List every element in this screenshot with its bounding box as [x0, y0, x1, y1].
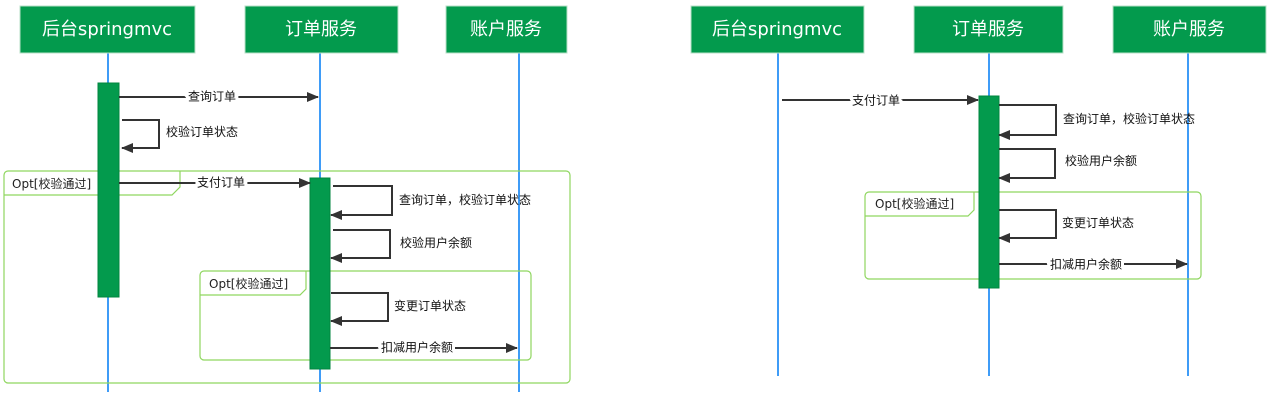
message-label: 支付订单 [197, 176, 245, 190]
self-message-arrow [998, 104, 1057, 140]
participant-account-service[interactable] [445, 5, 568, 54]
self-message-arrow [330, 292, 389, 326]
message-label: 校验用户余额 [1065, 153, 1137, 168]
opt-frame-inner [199, 270, 532, 361]
participant-label: 账户服务 [1153, 19, 1225, 40]
self-message-arrow [121, 119, 160, 153]
opt-frame-label: Opt[校验通过] [875, 196, 954, 211]
opt-frame-outer [3, 170, 571, 384]
diagram-left: 后台springmvc 订单服务 账户服务 Opt[校验通过] Opt[校验通过… [3, 5, 571, 392]
participant-order-service[interactable] [244, 5, 399, 54]
message-label: 查询订单 [188, 90, 236, 104]
activation-order-service [978, 95, 1000, 289]
message-label: 变更订单状态 [394, 298, 466, 313]
opt-frame [864, 191, 1202, 280]
participant-springmvc[interactable] [19, 5, 196, 54]
message-label: 校验用户余额 [400, 235, 472, 250]
participant-label: 后台springmvc [712, 19, 842, 40]
participant-label: 订单服务 [285, 19, 357, 40]
self-message-arrow [998, 209, 1057, 243]
participant-springmvc[interactable] [690, 5, 865, 54]
activation-order-service [309, 177, 331, 370]
opt-frame-label: Opt[校验通过] [12, 176, 91, 191]
self-message-arrow [330, 229, 391, 263]
message-label: 查询订单，校验订单状态 [1063, 111, 1195, 126]
opt-frame-label: Opt[校验通过] [209, 276, 288, 291]
message-label: 查询订单，校验订单状态 [399, 192, 531, 207]
diagram-right: 后台springmvc 订单服务 账户服务 Opt[校验通过] 支付订单 查询订… [690, 5, 1267, 376]
message-label: 扣减用户余额 [381, 340, 453, 355]
participant-label: 账户服务 [470, 19, 542, 40]
participant-account-service[interactable] [1112, 5, 1267, 54]
self-message-arrow [998, 148, 1056, 183]
message-label: 扣减用户余额 [1050, 257, 1122, 272]
participant-label: 后台springmvc [42, 19, 172, 40]
activation-springmvc [97, 82, 120, 298]
message-label: 支付订单 [852, 94, 900, 108]
participant-order-service[interactable] [913, 5, 1064, 54]
self-message-arrow [330, 185, 393, 220]
opt-frame-tag [865, 192, 975, 217]
message-label: 校验订单状态 [166, 124, 238, 139]
opt-frame-tag [200, 271, 307, 296]
participant-label: 订单服务 [952, 19, 1024, 40]
message-label: 变更订单状态 [1062, 215, 1134, 230]
opt-frame-tag [4, 171, 181, 196]
